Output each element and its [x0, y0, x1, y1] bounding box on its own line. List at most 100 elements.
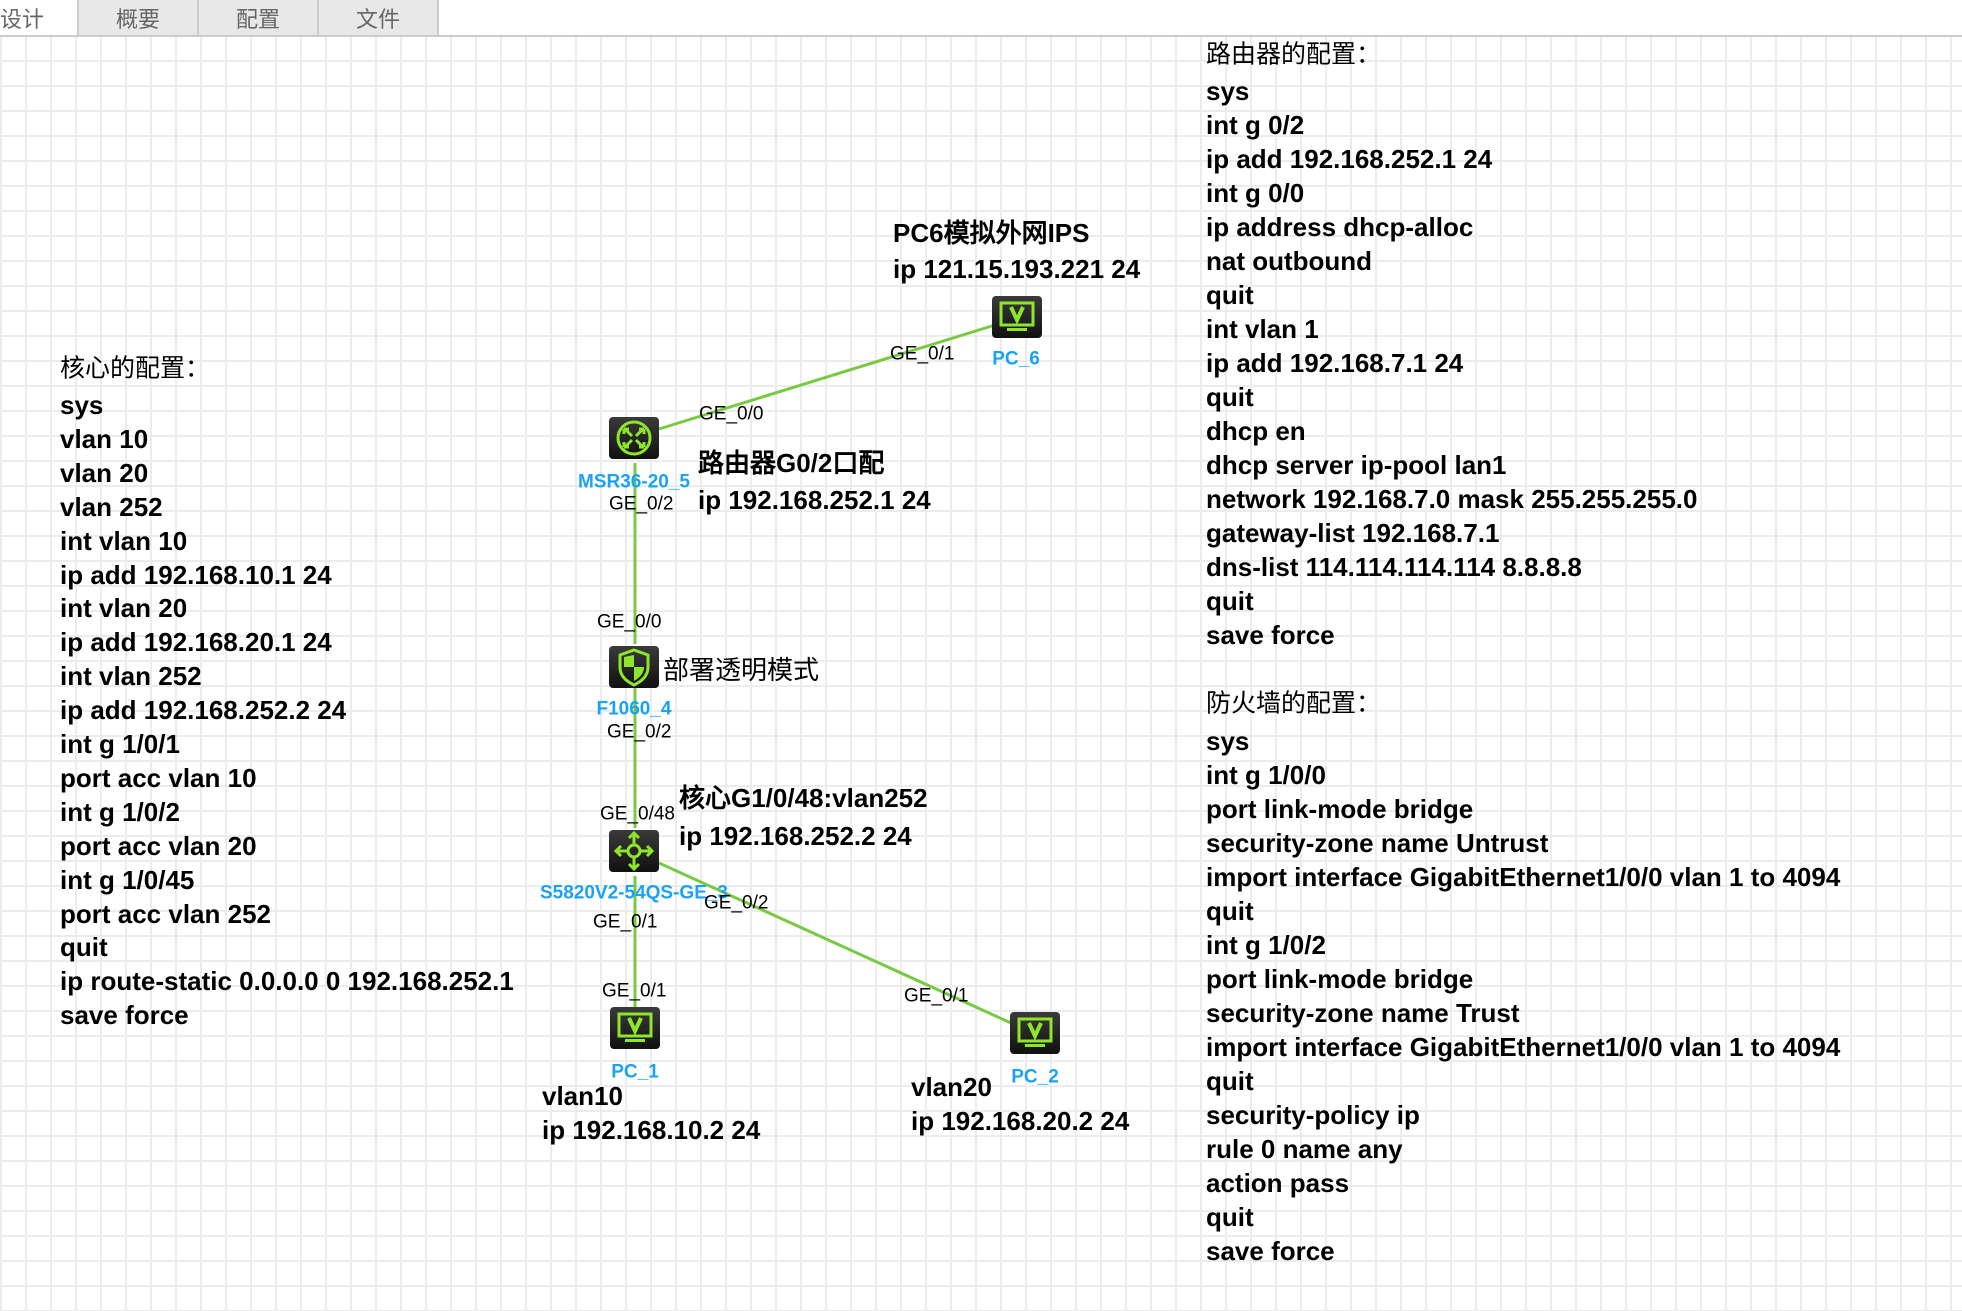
- config-line: ip route-static 0.0.0.0 0 192.168.252.1: [60, 966, 514, 997]
- config-line: dhcp server ip-pool lan1: [1206, 450, 1507, 480]
- port-label: GE_0/1: [593, 911, 658, 933]
- config-line: int g 1/0/2: [1206, 930, 1326, 960]
- config-line: int vlan 1: [1206, 314, 1319, 344]
- config-line: port acc vlan 252: [60, 898, 271, 929]
- config-line: ip add 192.168.20.1 24: [60, 627, 332, 658]
- config-line: save force: [60, 1000, 189, 1031]
- config-line: int vlan 10: [60, 525, 188, 556]
- config-line: ip address dhcp-alloc: [1206, 212, 1474, 242]
- pc1-note-vlan: vlan10: [542, 1081, 623, 1111]
- config-line: ip add 192.168.7.1 24: [1206, 348, 1464, 378]
- config-line: security-policy ip: [1206, 1100, 1420, 1130]
- port-label: GE_0/2: [609, 493, 674, 515]
- firewall-note: 部署透明模式: [663, 656, 820, 686]
- tab-files[interactable]: 文件: [319, 0, 439, 35]
- config-line: quit: [1206, 280, 1254, 310]
- port-label: GE_0/0: [699, 403, 764, 425]
- link-switch-pc2[interactable]: [658, 861, 1012, 1025]
- shield-icon: [618, 648, 650, 687]
- config-line: int g 1/0/2: [60, 796, 180, 827]
- switch-note-title: 核心G1/0/48:vlan252: [679, 783, 928, 813]
- firewall-config-title: 防火墙的配置：: [1206, 688, 1382, 718]
- config-line: network 192.168.7.0 mask 255.255.255.0: [1206, 484, 1698, 514]
- switch-name[interactable]: S5820V2-54QS-GE_3: [539, 882, 729, 904]
- config-line: int g 0/2: [1206, 110, 1305, 140]
- port-label: GE_0/48: [600, 803, 675, 825]
- firewall-name[interactable]: F1060_4: [596, 698, 672, 720]
- port-label: GE_0/0: [597, 611, 662, 633]
- router-config-title: 路由器的配置：: [1206, 39, 1382, 69]
- pc2-note-ip: ip 192.168.20.2 24: [911, 1106, 1130, 1136]
- config-line: quit: [60, 932, 108, 963]
- config-line: nat outbound: [1206, 246, 1373, 276]
- config-line: dhcp en: [1206, 416, 1306, 446]
- config-line: quit: [1206, 586, 1254, 616]
- pc1-device[interactable]: [610, 1007, 660, 1049]
- router-device[interactable]: [609, 417, 659, 459]
- config-line: int g 1/0/45: [60, 864, 195, 895]
- config-line: sys: [1206, 76, 1250, 106]
- config-line: vlan 252: [60, 491, 163, 522]
- config-line: security-zone name Trust: [1206, 998, 1520, 1028]
- tab-overview[interactable]: 概要: [79, 0, 199, 35]
- config-line: port link-mode bridge: [1206, 964, 1474, 994]
- tab-bar: 设计 概要 配置 文件: [0, 0, 1962, 37]
- config-line: gateway-list 192.168.7.1: [1206, 518, 1500, 548]
- config-line: quit: [1206, 1202, 1254, 1232]
- pc-icon: [1017, 1017, 1053, 1047]
- config-line: port acc vlan 10: [60, 762, 257, 793]
- switch-device[interactable]: [609, 830, 659, 872]
- config-line: port acc vlan 20: [60, 830, 257, 861]
- config-line: save force: [1206, 620, 1335, 650]
- port-label: GE_0/1: [890, 343, 955, 365]
- port-label: GE_0/1: [602, 980, 667, 1002]
- config-line: port link-mode bridge: [1206, 794, 1474, 824]
- firewall-device[interactable]: [609, 646, 659, 688]
- config-line: security-zone name Untrust: [1206, 828, 1549, 858]
- port-label: GE_0/1: [904, 985, 969, 1007]
- router-note-title: 路由器G0/2口配: [698, 448, 885, 478]
- config-line: quit: [1206, 1066, 1254, 1096]
- config-line: ip add 192.168.10.1 24: [60, 559, 332, 590]
- config-line: vlan 20: [60, 457, 149, 488]
- config-line: vlan 10: [60, 423, 149, 454]
- pc2-name[interactable]: PC_2: [1011, 1066, 1059, 1088]
- config-line: dns-list 114.114.114.114 8.8.8.8: [1206, 552, 1582, 582]
- pc6-note-ip: ip 121.15.193.221 24: [893, 254, 1141, 284]
- pc6-name[interactable]: PC_6: [992, 348, 1040, 370]
- config-line: int vlan 20: [60, 593, 188, 624]
- pc6-note-title: PC6模拟外网IPS: [893, 218, 1090, 248]
- tab-config[interactable]: 配置: [199, 0, 319, 35]
- config-line: rule 0 name any: [1206, 1134, 1403, 1164]
- config-line: ip add 192.168.252.1 24: [1206, 144, 1493, 174]
- pc-icon: [617, 1012, 653, 1042]
- pc1-note-ip: ip 192.168.10.2 24: [542, 1115, 761, 1145]
- config-line: save force: [1206, 1236, 1335, 1266]
- pc2-device[interactable]: [1010, 1012, 1060, 1054]
- config-line: int vlan 252: [60, 661, 202, 692]
- config-line: int g 1/0/1: [60, 729, 180, 759]
- pc6-device[interactable]: [992, 296, 1042, 338]
- config-line: action pass: [1206, 1168, 1350, 1198]
- router-note-ip: ip 192.168.252.1 24: [698, 485, 931, 515]
- tab-design[interactable]: 设计: [0, 0, 79, 35]
- router-icon: [616, 420, 652, 456]
- config-line: import interface GigabitEthernet1/0/0 vl…: [1206, 862, 1841, 892]
- port-label: GE_0/2: [704, 892, 769, 914]
- config-line: int g 0/0: [1206, 178, 1305, 208]
- port-label: GE_0/2: [607, 721, 672, 743]
- config-line: sys: [1206, 726, 1250, 756]
- link-router-pc6[interactable]: [658, 323, 996, 431]
- config-line: int g 1/0/0: [1206, 760, 1326, 790]
- config-line: sys: [60, 390, 104, 420]
- switch-icon: [613, 830, 655, 872]
- switch-note-ip: ip 192.168.252.2 24: [679, 821, 912, 851]
- pc1-name[interactable]: PC_1: [611, 1061, 659, 1083]
- pc2-note-vlan: vlan20: [911, 1072, 992, 1102]
- config-line: import interface GigabitEthernet1/0/0 vl…: [1206, 1032, 1841, 1062]
- config-line: ip add 192.168.252.2 24: [60, 695, 347, 726]
- core-config-title: 核心的配置：: [60, 353, 211, 383]
- router-name[interactable]: MSR36-20_5: [578, 471, 690, 493]
- config-line: quit: [1206, 382, 1254, 412]
